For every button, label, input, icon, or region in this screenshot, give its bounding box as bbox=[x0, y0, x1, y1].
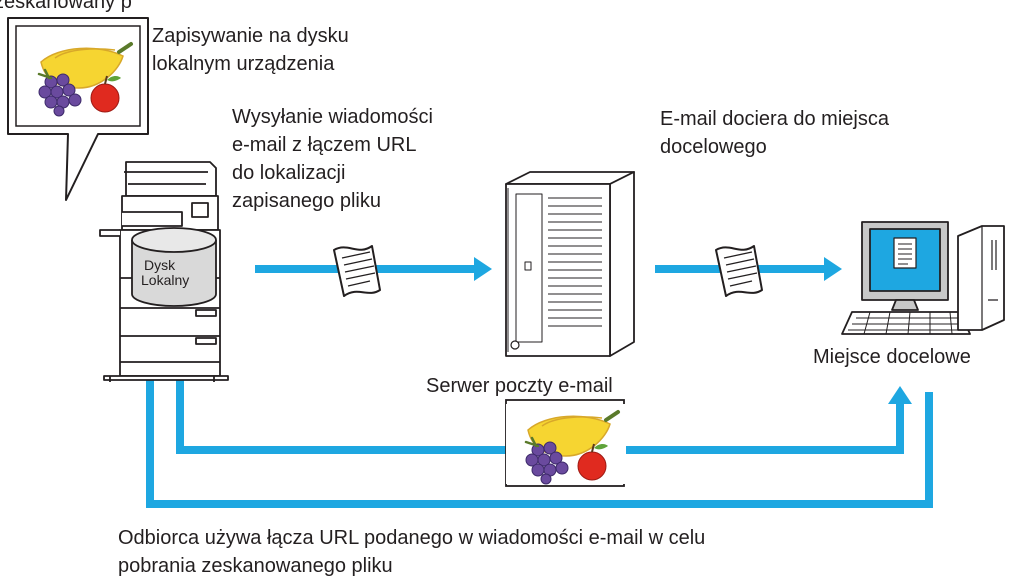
email-arrives-label: E-mail dociera do miejsca docelowego bbox=[660, 105, 889, 161]
download-image bbox=[504, 399, 628, 487]
disk-label-line1: Dysk bbox=[144, 257, 176, 273]
download-line-outer-horizontal bbox=[146, 500, 933, 508]
download-line-outer-rise bbox=[925, 392, 933, 508]
mail-server-label: Serwer poczty e-mail bbox=[426, 375, 613, 397]
local-save-line2: lokalnym urządzenia bbox=[152, 53, 335, 75]
email-document-icon-2 bbox=[715, 245, 763, 297]
email-arrives-line2: docelowego bbox=[660, 136, 767, 158]
download-line-inner-head bbox=[888, 386, 912, 404]
send-email-line1: Wysyłanie wiadomości bbox=[232, 106, 433, 128]
email-arrives-line1: E-mail dociera do miejsca bbox=[660, 108, 889, 130]
arrow-to-destination-head bbox=[824, 257, 842, 281]
download-line-outer-vertical bbox=[146, 308, 154, 508]
local-save-line1: Zapisywanie na dysku bbox=[152, 25, 349, 47]
send-email-label: Wysyłanie wiadomości e-mail z łączem URL… bbox=[232, 103, 433, 215]
disk-label-line2: Lokalny bbox=[141, 272, 189, 288]
recipient-note-line1: Odbiorca używa łącza URL podanego w wiad… bbox=[118, 527, 706, 549]
destination-computer-icon bbox=[841, 221, 1005, 335]
send-email-line3: do lokalizacji bbox=[232, 162, 346, 184]
local-save-callout bbox=[7, 17, 149, 201]
header-fragment: zeskanowany p bbox=[0, 0, 132, 13]
arrow-to-server-head bbox=[474, 257, 492, 281]
local-disk-icon bbox=[131, 227, 217, 307]
download-line-inner-rise bbox=[896, 402, 904, 454]
send-email-line4: zapisanego pliku bbox=[232, 190, 381, 212]
email-document-icon bbox=[333, 245, 381, 297]
recipient-note: Odbiorca używa łącza URL podanego w wiad… bbox=[118, 524, 705, 580]
scanned-fruit-image-icon-2 bbox=[504, 402, 628, 486]
scanned-fruit-image-icon bbox=[17, 34, 141, 118]
destination-label: Miejsce docelowe bbox=[813, 346, 971, 368]
recipient-note-line2: pobrania zeskanowanego pliku bbox=[118, 555, 393, 577]
send-email-line2: e-mail z łączem URL bbox=[232, 134, 417, 156]
local-save-label: Zapisywanie na dysku lokalnym urządzenia bbox=[152, 22, 349, 78]
mail-server-icon bbox=[505, 171, 635, 357]
